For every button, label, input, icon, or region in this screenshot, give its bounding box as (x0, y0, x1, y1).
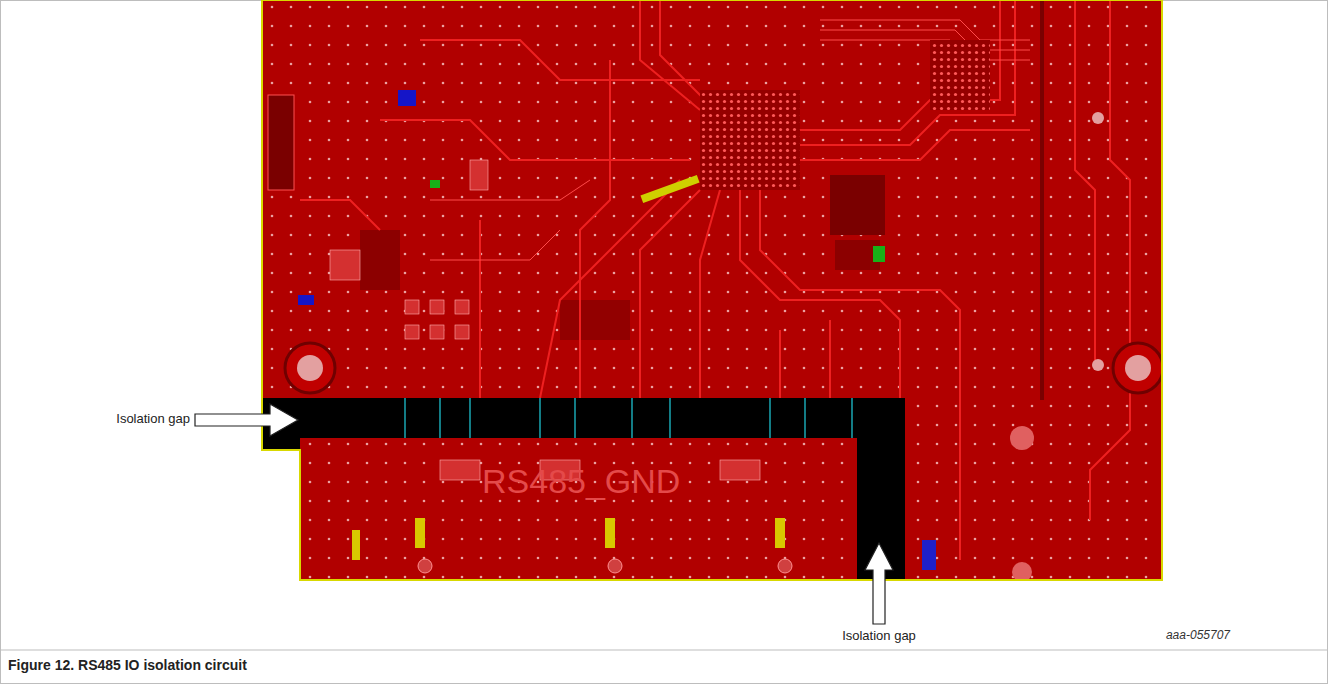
callout-label: Isolation gap (842, 628, 916, 643)
caption-rule (0, 650, 1328, 651)
figure-id: aaa-055707 (1166, 628, 1230, 642)
board-outline (262, 0, 1162, 580)
callout-label: Isolation gap (116, 411, 190, 426)
net-label: RS485_GND (482, 462, 680, 501)
figure-caption: Figure 12. RS485 IO isolation circuit (8, 657, 247, 673)
pcb-board (262, 0, 1162, 580)
pcb-details (262, 0, 1163, 582)
callout-arrow (865, 543, 893, 624)
callout-arrow (195, 404, 298, 436)
